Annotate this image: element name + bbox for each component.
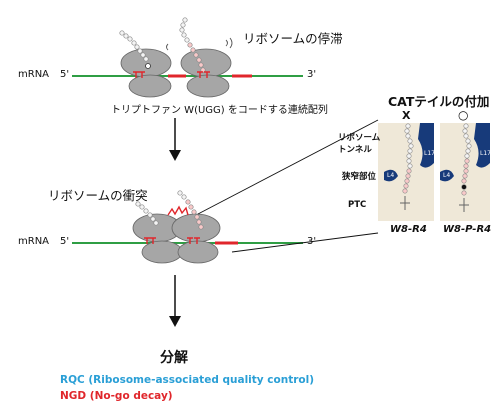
ribosome-small-subunit — [186, 74, 230, 98]
inset-right-mark: ○ — [458, 108, 469, 122]
tunnel-label-line1: リボソーム — [338, 133, 381, 143]
inset-title: CATテイルの付加 — [388, 94, 490, 109]
degradation-label: 分解 — [160, 350, 188, 366]
trna-marker — [144, 237, 200, 244]
ngd-label: NGD (No-go decay) — [60, 390, 173, 402]
nascent-peptide-chain — [119, 30, 149, 62]
three-prime-label-top: 3' — [307, 69, 317, 80]
tunnel-label-line2: トンネル — [338, 145, 372, 155]
protein-l17-label: L17 — [480, 150, 491, 157]
process-arrow — [169, 275, 181, 327]
nascent-peptide-chain — [177, 190, 204, 230]
process-arrow — [169, 118, 181, 161]
stalled-ribosomes-group — [72, 17, 303, 98]
zoom-guide-line — [197, 119, 379, 215]
stall-title: リボソームの停滞 — [243, 31, 343, 46]
rqc-label: RQC (Ribosome-associated quality control… — [60, 374, 315, 386]
collided-ribosomes-group — [72, 190, 303, 264]
tryptophan-caption: トリプトファン W(UGG) をコードする連続配列 — [111, 105, 328, 116]
ribosome-small-subunit — [141, 240, 183, 264]
protein-l4-label: L4 — [387, 172, 395, 179]
ribosome-large-subunit — [120, 48, 172, 78]
ribosome-small-subunit — [177, 240, 219, 264]
mrna-label-bottom: mRNA — [18, 236, 50, 247]
nascent-peptide-chain — [179, 17, 206, 73]
stall-motion-lines — [166, 37, 233, 51]
five-prime-label-top: 5' — [60, 69, 70, 80]
collision-title: リボソームの衝突 — [48, 188, 148, 203]
ribosome-large-subunit — [180, 48, 232, 78]
ribosome-small-subunit — [128, 74, 172, 98]
three-prime-label-bottom: 3' — [307, 236, 317, 247]
protein-l17-label: L17 — [424, 150, 435, 157]
mrna-label-top: mRNA — [18, 69, 50, 80]
trna-marker — [133, 71, 210, 78]
five-prime-label-bottom: 5' — [60, 236, 70, 247]
collision-burst-icon — [167, 205, 189, 216]
right-caption: W8-P-R4 — [443, 224, 492, 235]
nascent-peptide-chain — [135, 201, 159, 226]
zoom-guide-line — [231, 232, 379, 253]
inset-panel-left — [378, 123, 434, 221]
ptc-label: PTC — [348, 200, 367, 210]
trna-site-marker — [145, 63, 151, 69]
constriction-label: 狭窄部位 — [342, 172, 377, 182]
inset-left-mark: X — [402, 109, 411, 122]
inset-panel-right — [440, 123, 490, 221]
left-caption: W8-R4 — [390, 224, 427, 235]
protein-l4-label: L4 — [443, 172, 451, 179]
